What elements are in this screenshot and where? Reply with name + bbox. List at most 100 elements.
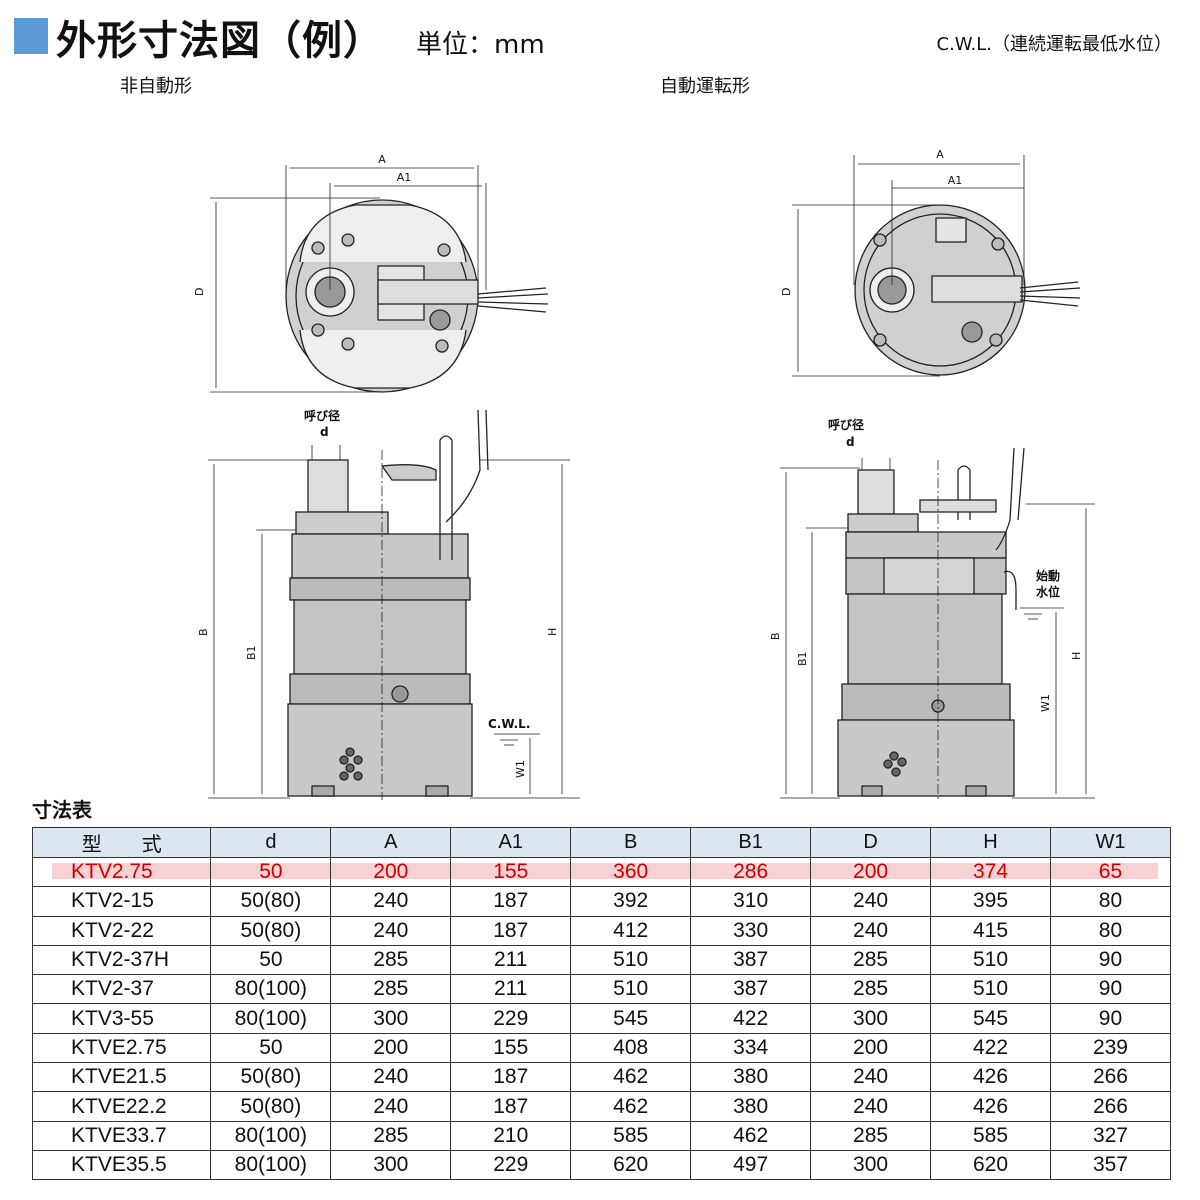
value-cell: 285 xyxy=(330,1120,452,1151)
value-cell: 510 xyxy=(930,974,1051,1005)
value-cell: 210 xyxy=(450,1120,572,1151)
dim-D-left: D xyxy=(193,288,206,296)
value-cell: 408 xyxy=(570,1032,692,1064)
value-cell: 155 xyxy=(450,1032,572,1064)
page-title: 外形寸法図（例） xyxy=(56,18,384,64)
value-cell: 50(80) xyxy=(210,915,332,946)
value-cell: 392 xyxy=(570,886,692,917)
value-cell: 200 xyxy=(330,856,452,888)
value-cell: 545 xyxy=(570,1003,692,1034)
value-cell: 50(80) xyxy=(210,1091,332,1122)
value-cell: 426 xyxy=(930,1062,1051,1093)
value-cell: 462 xyxy=(690,1120,812,1151)
value-cell: 585 xyxy=(930,1120,1051,1151)
value-cell: 200 xyxy=(330,1032,452,1064)
model-cell: KTVE33.7 xyxy=(31,1120,212,1151)
dimension-drawings: A A1 D A A1 D xyxy=(193,148,1095,800)
value-cell: 187 xyxy=(450,915,572,946)
value-cell: 426 xyxy=(930,1091,1051,1122)
value-cell: 50(80) xyxy=(210,886,332,917)
col-header-model: 型 式 xyxy=(31,827,212,858)
value-cell: 211 xyxy=(450,974,572,1005)
value-cell: 65 xyxy=(1049,856,1172,888)
dim-D-right: D xyxy=(780,288,793,296)
right-side-view xyxy=(780,447,1095,800)
value-cell: 360 xyxy=(570,856,692,888)
value-cell: 240 xyxy=(330,1091,452,1122)
col-header-A1: A1 xyxy=(450,827,572,858)
start-level-label-1: 始動 xyxy=(1036,568,1060,583)
model-cell: KTV2-37 xyxy=(31,974,212,1005)
value-cell: 240 xyxy=(810,886,932,917)
value-cell: 200 xyxy=(810,856,932,888)
value-cell: 240 xyxy=(810,1062,932,1093)
left-drawing-label: 非自動形 xyxy=(120,76,192,97)
dim-A1-right: A1 xyxy=(948,174,963,187)
value-cell: 90 xyxy=(1049,1003,1172,1034)
value-cell: 374 xyxy=(930,856,1051,888)
dim-B1-left: B1 xyxy=(245,645,258,660)
dim-d-left: d xyxy=(320,425,329,439)
dim-B-left: B xyxy=(197,628,210,636)
value-cell: 240 xyxy=(330,915,452,946)
value-cell: 187 xyxy=(450,1091,572,1122)
value-cell: 50 xyxy=(210,856,332,888)
title-marker xyxy=(14,18,48,54)
model-cell: KTV2-15 xyxy=(31,886,212,917)
value-cell: 240 xyxy=(810,915,932,946)
value-cell: 90 xyxy=(1049,974,1172,1005)
value-cell: 187 xyxy=(450,1062,572,1093)
value-cell: 187 xyxy=(450,886,572,917)
left-side-view xyxy=(208,409,580,800)
value-cell: 380 xyxy=(690,1062,812,1093)
col-header-H: H xyxy=(930,827,1051,858)
start-level-label-2: 水位 xyxy=(1036,584,1060,599)
value-cell: 240 xyxy=(330,1062,452,1093)
value-cell: 620 xyxy=(930,1149,1051,1181)
value-cell: 266 xyxy=(1049,1062,1172,1093)
col-header-d: d xyxy=(210,827,332,858)
dim-A-left: A xyxy=(378,153,386,166)
left-top-view xyxy=(210,165,549,393)
value-cell: 239 xyxy=(1049,1032,1172,1064)
cwl-note: C.W.L.（連続運転最低水位） xyxy=(936,34,1173,55)
value-cell: 80 xyxy=(1049,886,1172,917)
col-header-B1: B1 xyxy=(690,827,812,858)
value-cell: 155 xyxy=(450,856,572,888)
value-cell: 387 xyxy=(690,974,812,1005)
value-cell: 300 xyxy=(810,1149,932,1181)
model-cell: KTV2-37H xyxy=(31,944,212,976)
dim-B-right: B xyxy=(769,632,782,640)
value-cell: 510 xyxy=(930,944,1051,976)
model-cell: KTVE22.2 xyxy=(31,1091,212,1122)
dim-d-right: d xyxy=(846,435,855,449)
value-cell: 330 xyxy=(690,915,812,946)
value-cell: 240 xyxy=(810,1091,932,1122)
value-cell: 200 xyxy=(810,1032,932,1064)
value-cell: 510 xyxy=(570,944,692,976)
value-cell: 585 xyxy=(570,1120,692,1151)
dim-H-right: H xyxy=(1070,652,1083,660)
col-header-W1: W1 xyxy=(1049,827,1172,858)
col-header-B: B xyxy=(570,827,692,858)
value-cell: 285 xyxy=(810,974,932,1005)
model-cell: KTV2.75 xyxy=(31,856,212,888)
dim-A-right: A xyxy=(936,148,944,161)
value-cell: 415 xyxy=(930,915,1051,946)
value-cell: 229 xyxy=(450,1003,572,1034)
value-cell: 380 xyxy=(690,1091,812,1122)
model-cell: KTV2-22 xyxy=(31,915,212,946)
dim-B1-right: B1 xyxy=(796,651,809,666)
value-cell: 50 xyxy=(210,944,332,976)
value-cell: 285 xyxy=(330,944,452,976)
col-header-D: D xyxy=(810,827,932,858)
value-cell: 412 xyxy=(570,915,692,946)
value-cell: 80(100) xyxy=(210,1120,332,1151)
